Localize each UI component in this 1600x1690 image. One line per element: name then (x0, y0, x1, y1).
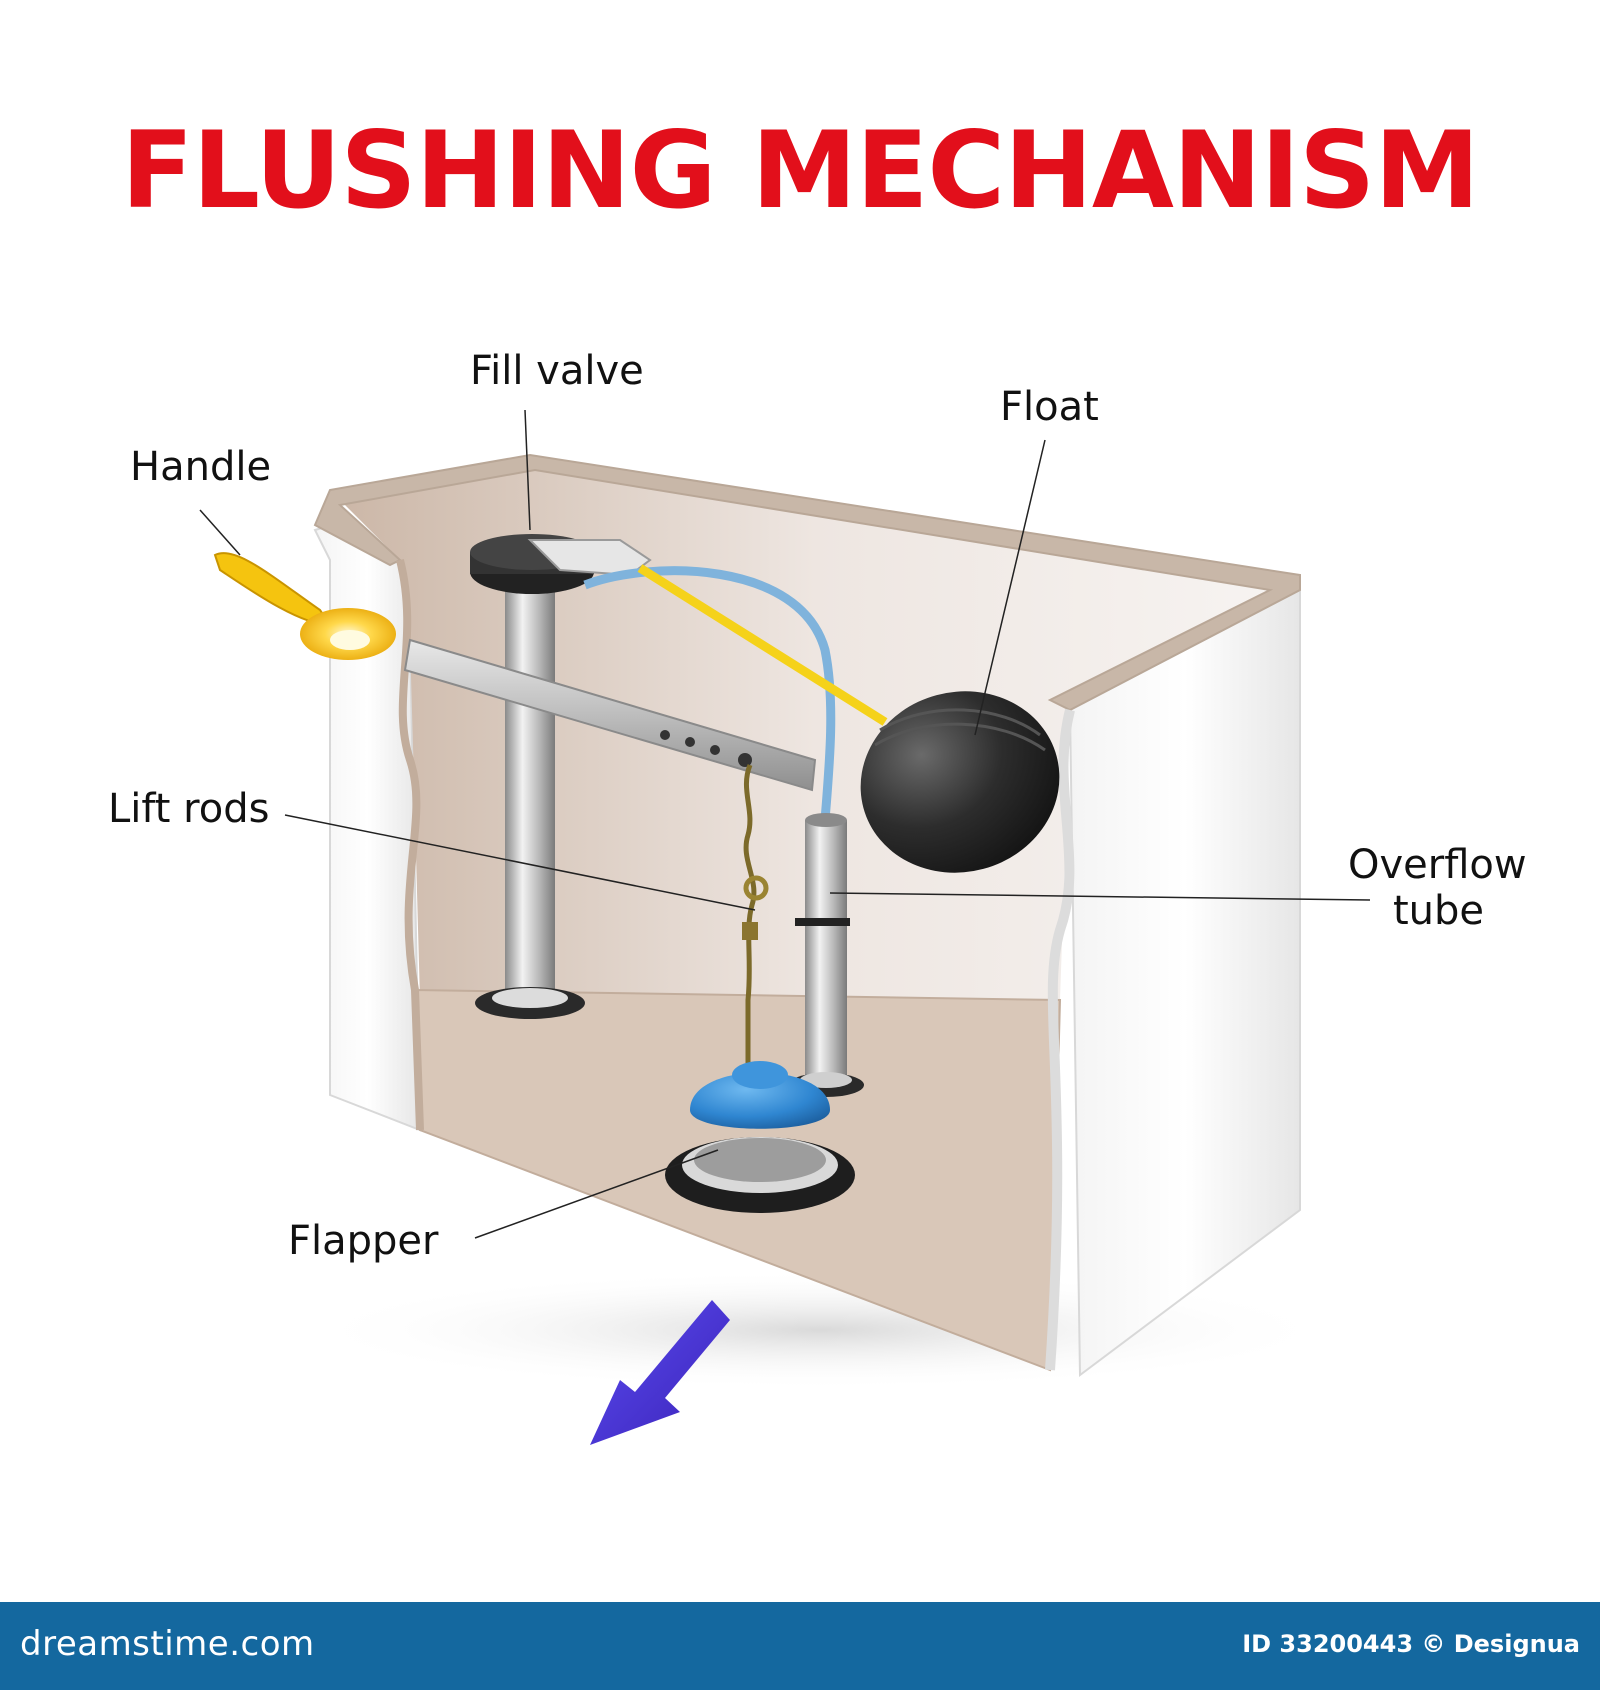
toilet-tank-diagram (199, 409, 1371, 1445)
footer-site-link[interactable]: dreamstime.com (20, 1624, 315, 1664)
refill-tube (583, 566, 836, 821)
leader-lines (199, 409, 1371, 1239)
fill-valve-pipe (505, 585, 555, 1005)
float-icon (860, 691, 1060, 873)
label-handle: Handle (130, 444, 272, 490)
handle-icon (213, 552, 332, 627)
overflow-tube (805, 820, 847, 1085)
tank-right-wall (1068, 588, 1301, 1377)
label-lift-rods: Lift rods (108, 786, 270, 832)
float-rod (637, 564, 888, 726)
tank-back-wall (330, 455, 1300, 1000)
flow-arrow-icon (590, 1300, 730, 1445)
footer-image-id: ID 33200443 © Designua (1242, 1630, 1580, 1658)
flapper-icon (690, 1072, 830, 1129)
label-fill-valve: Fill valve (470, 348, 644, 394)
label-overflow-tube-line2: tube (1393, 888, 1485, 934)
footer-bar: dreamstime.com ID 33200443 © Designua (0, 1602, 1600, 1690)
diagram-title: FLUSHING MECHANISM (121, 109, 1480, 232)
tank-cut-edge-right (1045, 708, 1075, 1371)
label-overflow-tube-line1: Overflow (1348, 842, 1527, 888)
tank-cut-edge-left (396, 559, 424, 1131)
label-float: Float (1000, 384, 1099, 430)
label-flapper: Flapper (288, 1218, 439, 1264)
